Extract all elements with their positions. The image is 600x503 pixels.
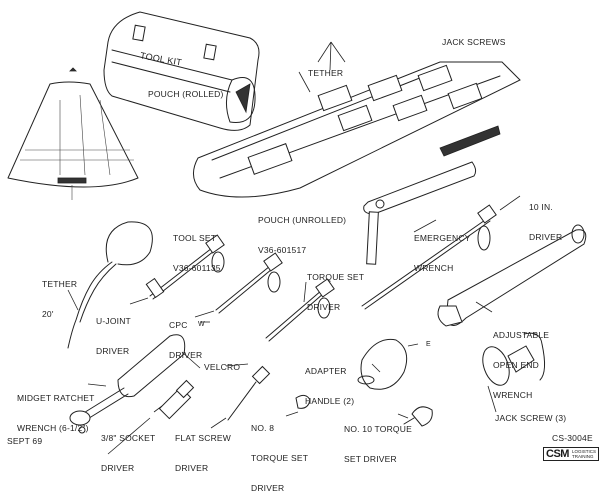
figure-date: SEPT 69: [7, 436, 43, 446]
label-u-joint-driver-line1: U-JOINT: [96, 316, 131, 326]
no10-torque-driver-illustration: [403, 406, 433, 427]
label-adapter-handle: ADAPTER HANDLE (2): [305, 346, 354, 416]
label-cpc-driver: CPC DRIVER: [169, 300, 202, 370]
pouch-rolled-illustration: [103, 11, 260, 131]
label-cpc-driver-line2: DRIVER: [169, 350, 203, 360]
label-tether-20-line2: 20': [42, 309, 54, 319]
label-velcro: VELCRO: [204, 362, 241, 372]
pouch-unrolled-illustration: [193, 61, 521, 198]
logo-sub: LOGISTICS TRAINING: [572, 449, 596, 459]
label-no10-torque: NO. 10 TORQUE SET DRIVER: [344, 404, 412, 474]
logo-main: CSM: [546, 448, 569, 460]
label-ten-inch-driver-line1: 10 IN.: [529, 202, 553, 212]
label-torque-set-driver: TORQUE SET DRIVER: [307, 252, 364, 322]
cpc-driver-illustration: [215, 252, 283, 314]
label-adjustable-wrench-line3: WRENCH: [493, 390, 533, 400]
label-emergency-wrench-line2: WRENCH: [414, 263, 454, 273]
label-ten-inch-driver-line2: DRIVER: [529, 232, 563, 242]
no8-torque-driver-illustration: [227, 365, 311, 421]
label-midget-ratchet-line1: MIDGET RATCHET: [17, 393, 95, 403]
label-tool-set-line2: V36-601135: [173, 263, 221, 273]
label-adjustable-wrench-line1: ADJUSTABLE: [493, 330, 550, 340]
label-jack-screws: JACK SCREWS: [442, 37, 506, 47]
label-e-mark: E: [426, 341, 431, 348]
label-adjustable-wrench: ADJUSTABLE OPEN END WRENCH: [493, 310, 549, 410]
label-ten-inch-driver: 10 IN. DRIVER: [529, 182, 562, 252]
csm-logo: CSM LOGISTICS TRAINING: [543, 447, 599, 461]
label-pouch-unrolled-line1: POUCH (UNROLLED): [258, 215, 347, 225]
label-tether-20-line1: TETHER: [42, 279, 78, 289]
adjustable-wrench-illustration: [437, 224, 587, 327]
label-u-joint-driver-line2: DRIVER: [96, 346, 130, 356]
leader-lines: [67, 41, 521, 455]
tool-kit-diagram: [7, 11, 587, 455]
label-u-joint-driver: U-JOINT DRIVER: [96, 296, 131, 366]
label-emergency-wrench: EMERGENCY WRENCH: [414, 213, 471, 283]
label-no8-torque-line1: NO. 8: [251, 423, 275, 433]
label-tether-pouch: TETHER: [308, 68, 344, 78]
label-tether-20: TETHER 20': [42, 259, 77, 329]
label-no8-torque-line2: TORQUE SET: [251, 453, 309, 463]
label-pouch-unrolled: POUCH (UNROLLED) V36-601517: [258, 195, 346, 265]
u-joint-driver-illustration: [145, 234, 225, 300]
label-socket-driver: 3/8" SOCKET DRIVER: [101, 413, 155, 483]
logo-sub-line1: LOGISTICS: [571, 449, 596, 454]
ten-inch-driver-illustration: [361, 204, 497, 310]
label-jack-screw-3: JACK SCREW (3): [495, 413, 567, 423]
label-flat-screw-driver: FLAT SCREW DRIVER: [175, 413, 231, 483]
figure-code: CS-3004E: [552, 433, 593, 443]
label-socket-driver-line1: 3/8" SOCKET: [101, 433, 156, 443]
label-adapter-handle-line2: HANDLE (2): [305, 396, 355, 406]
emergency-wrench-illustration: [363, 161, 477, 265]
label-no10-torque-line2: SET DRIVER: [344, 454, 397, 464]
jack-screw-illustration: [482, 332, 546, 386]
label-midget-ratchet-line2: WRENCH (6-1/2"): [17, 423, 89, 433]
midget-ratchet-wrench-illustration: [69, 334, 186, 434]
label-no10-torque-line1: NO. 10 TORQUE: [344, 424, 412, 434]
torque-set-driver-illustration: [265, 278, 335, 342]
label-no8-torque-line3: DRIVER: [251, 483, 285, 493]
label-w-mark: W: [198, 321, 205, 328]
label-adjustable-wrench-line2: OPEN END: [493, 360, 539, 370]
adapter-handle-illustration: [357, 338, 408, 390]
label-cpc-driver-line1: CPC: [169, 320, 188, 330]
socket-driver-illustration: [158, 379, 195, 420]
label-torque-set-driver-line2: DRIVER: [307, 302, 341, 312]
label-tool-set: TOOL SET V36-601135: [173, 213, 221, 283]
label-no8-torque: NO. 8 TORQUE SET DRIVER: [251, 403, 308, 503]
command-module-illustration: [7, 67, 139, 200]
label-flat-screw-driver-line1: FLAT SCREW: [175, 433, 231, 443]
label-pouch-rolled: POUCH (ROLLED): [148, 89, 224, 99]
label-emergency-wrench-line1: EMERGENCY: [414, 233, 471, 243]
label-tool-set-line1: TOOL SET: [173, 233, 217, 243]
logo-sub-line2: TRAINING: [571, 454, 594, 459]
label-pouch-unrolled-line2: V36-601517: [258, 245, 307, 255]
label-midget-ratchet: MIDGET RATCHET WRENCH (6-1/2"): [17, 373, 95, 443]
label-adapter-handle-line1: ADAPTER: [305, 366, 347, 376]
label-torque-set-driver-line1: TORQUE SET: [307, 272, 365, 282]
tether-illustration: [67, 221, 153, 349]
